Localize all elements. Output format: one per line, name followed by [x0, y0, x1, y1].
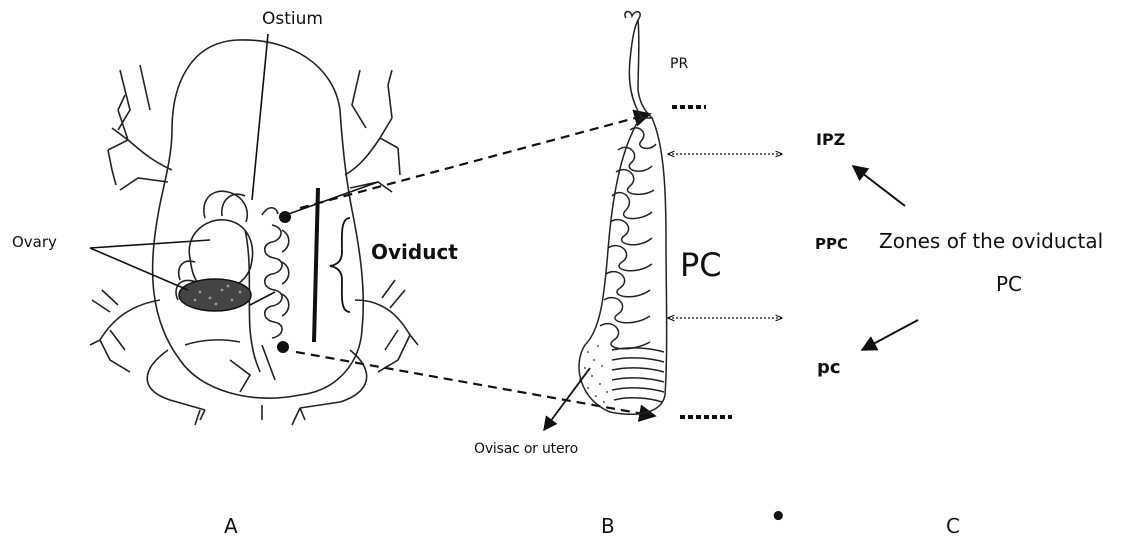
ovisac-arrow [544, 368, 590, 430]
ostium-label: Ostium [262, 9, 323, 29]
oviduct-brace [330, 218, 350, 312]
pc-arrow [862, 320, 918, 350]
panel-separator-dot: • [770, 502, 787, 532]
ovary-pointer-upper [90, 240, 210, 248]
ppc-label: PPC [815, 235, 848, 253]
ipz-label: IPZ [816, 130, 845, 149]
ovisac-stipple [579, 345, 608, 403]
zones-caption-line1: Zones of the oviductal [879, 229, 1103, 253]
zones-caption-line2: PC [996, 272, 1022, 296]
panel-label-c: C [946, 514, 960, 538]
panel-label-a: A [224, 514, 238, 538]
oviduct-label: Oviduct [371, 240, 458, 264]
ovary-pointer-lower [90, 248, 188, 290]
cloaca-dot [277, 341, 289, 353]
ostium-pointer [252, 34, 268, 200]
oviduct-bar [314, 188, 318, 342]
ovisac-label: Ovisac or utero [474, 441, 578, 457]
oviduct-drawing [579, 12, 667, 415]
frog-drawing [90, 40, 418, 425]
ovary-mass [179, 279, 251, 311]
pr-label: PR [670, 56, 688, 72]
ipz-arrow [853, 166, 905, 206]
pc-large-label: PC [680, 246, 722, 284]
panel-label-b: B [601, 514, 615, 538]
pc-small-label: pc [817, 357, 841, 378]
ovary-label: Ovary [12, 233, 57, 251]
lower-dashed-arrow [296, 352, 655, 416]
upper-dashed-arrow [300, 114, 650, 208]
ostium-dot [279, 211, 291, 223]
